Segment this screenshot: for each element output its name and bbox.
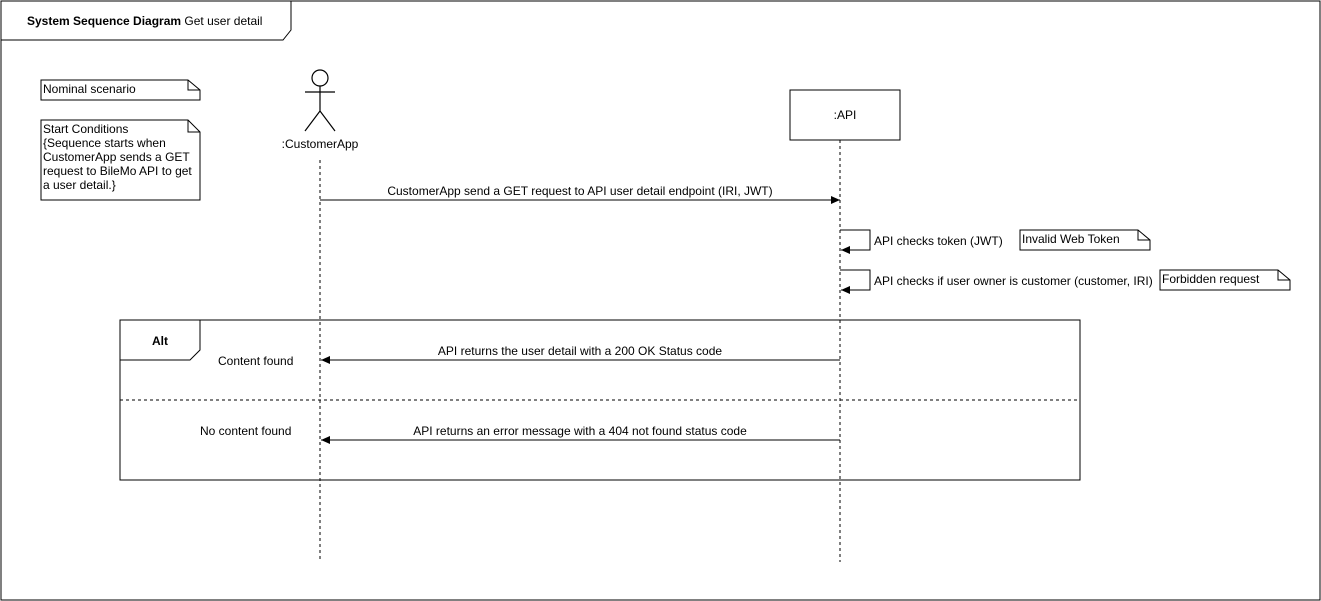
start-conditions-line: Start Conditions [43, 122, 129, 136]
nominal-scenario-text: Nominal scenario [43, 82, 136, 96]
alt-fragment-tab [120, 320, 201, 361]
start-conditions-note [40, 119, 201, 201]
forbidden-note [1159, 269, 1291, 291]
check-token-self-arrow [840, 229, 871, 254]
invalid-token-text: Invalid Web Token [1022, 232, 1120, 246]
start-conditions-line: CustomerApp sends a GET [43, 150, 190, 164]
frame-title-rest: Get user detail [184, 14, 263, 28]
check-owner-label: API checks if user owner is customer (cu… [874, 274, 1153, 288]
forbidden-text: Forbidden request [1162, 272, 1260, 286]
check-token-label: API checks token (JWT) [874, 234, 1003, 248]
return-detail-label: API returns the user detail with a 200 O… [437, 344, 723, 358]
frame-title-bold: System Sequence Diagram [27, 14, 182, 28]
nominal-scenario-note [40, 79, 201, 101]
alt-label: Alt [152, 334, 168, 348]
frame-title-tab [1, 1, 292, 41]
api-participant-box [789, 89, 901, 141]
invalid-token-note [1019, 229, 1151, 251]
return-error-label: API returns an error message with a 404 … [413, 424, 747, 438]
customer-app-actor-icon [304, 69, 336, 132]
check-owner-self-arrow [840, 269, 871, 294]
get-request-label: CustomerApp send a GET request to API us… [387, 184, 773, 198]
guard-no-content-found: No content found [200, 424, 292, 438]
start-conditions-line: request to BileMo API to get [43, 164, 192, 178]
api-label: :API [833, 108, 857, 122]
customer-app-label: :CustomerApp [281, 137, 359, 151]
start-conditions-text: Start Conditions {Sequence starts when C… [43, 122, 198, 192]
start-conditions-line: {Sequence starts when [43, 136, 166, 150]
guard-content-found: Content found [218, 354, 294, 368]
start-conditions-line: a user detail.} [43, 178, 116, 192]
frame-title: System Sequence Diagram Get user detail [27, 14, 262, 28]
